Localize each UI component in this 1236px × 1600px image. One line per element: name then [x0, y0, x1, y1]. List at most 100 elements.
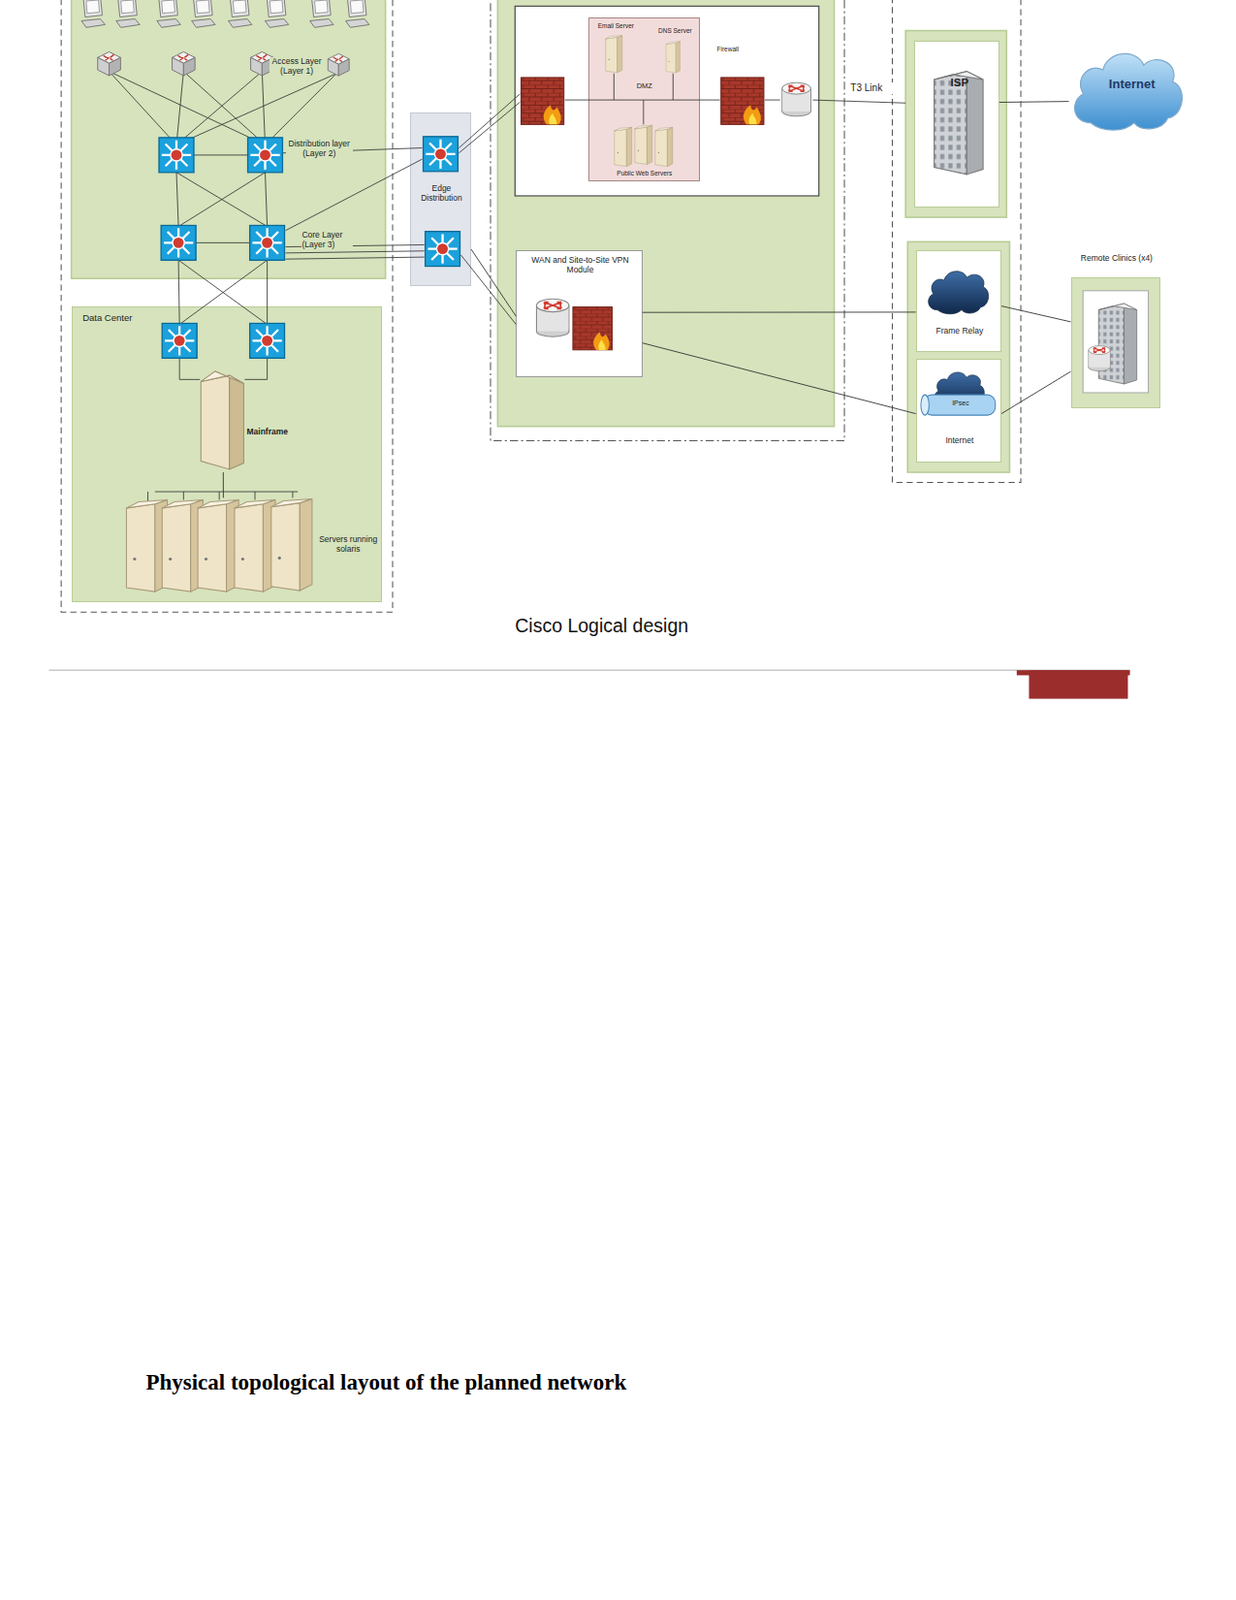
isp-building-icon: [934, 71, 983, 175]
multilayer-switch-icons: [250, 322, 286, 358]
firewall-icons: [521, 77, 565, 125]
node-text: Internet: [1093, 77, 1172, 93]
node-text: DMZ: [613, 82, 675, 92]
module-box: [514, 5, 819, 196]
server-icons: [126, 499, 167, 592]
node-text: Servers running solaris: [314, 535, 382, 555]
frame-relay-cloud: [928, 271, 989, 315]
multilayer-switch-icons: [248, 137, 284, 173]
dashed-region: [490, 0, 845, 441]
network-link: [222, 472, 224, 498]
dmz-server-icons: [605, 35, 623, 73]
clinic-icon: [1082, 290, 1148, 393]
dashed-region: [891, 0, 1021, 483]
firewall-icons: [521, 77, 764, 350]
green-panel: [71, 0, 1011, 473]
network-link: [471, 249, 516, 317]
figure-caption: Cisco Logical design: [448, 614, 756, 636]
firewall-icons: [572, 307, 613, 350]
multilayer-switch-icons: [425, 231, 461, 267]
node-text: Internet: [919, 436, 1001, 446]
node-text: ISP: [941, 76, 979, 90]
red-tab: [1028, 669, 1128, 698]
dmz-server-icons: [634, 125, 653, 164]
node-text: WAN and Site-to-Site VPN Module: [521, 255, 640, 276]
network-link: [642, 343, 917, 414]
network-links: [178, 259, 268, 324]
ipsec-tunnel-icon: [920, 394, 929, 415]
mainframe-icon: [200, 371, 244, 470]
network-links: [109, 71, 338, 146]
workstation-icons: [116, 0, 140, 28]
dmz-server-icons: [614, 126, 633, 166]
workstation-icons: [264, 0, 288, 28]
dmz-server-icons: [655, 126, 673, 166]
workstation-icons: [310, 0, 334, 28]
network-links: [109, 71, 907, 503]
node-text: DNS Server: [650, 27, 700, 34]
network-links: [588, 73, 700, 126]
router-icons: [536, 298, 569, 337]
layer-label: Distribution layer (Layer 2): [285, 139, 353, 159]
workstation-icons: [81, 0, 370, 28]
ipsec-tunnel-icon: [923, 394, 996, 415]
network-link: [999, 100, 1070, 103]
workstation-icons: [345, 0, 369, 28]
access-switch-icons: [97, 51, 349, 76]
workstation-icons: [191, 0, 216, 28]
node-text: Edge Distribution: [412, 184, 472, 204]
node-text: IPsec: [937, 399, 984, 408]
multilayer-switch-icons: [158, 136, 461, 358]
server-icons: [126, 498, 312, 592]
workstation-icons: [227, 0, 252, 28]
internet-cloud: [1075, 53, 1183, 130]
green-panel: [497, 0, 834, 427]
mainframe-icon: [200, 371, 244, 470]
frame-relay-cloud: [928, 271, 989, 315]
workstation-icons: [81, 0, 105, 28]
network-links: [458, 94, 520, 154]
server-icons: [161, 499, 203, 592]
layer-label: Access Layer (Layer 1): [269, 57, 325, 77]
isp-building-icon: [934, 71, 983, 175]
layer-label: Core Layer (Layer 3): [301, 230, 353, 251]
access-switch-icons: [97, 51, 122, 76]
network-link: [1001, 306, 1072, 322]
multilayer-switch-icons: [160, 224, 196, 260]
link-label: T3 Link: [850, 82, 897, 95]
internet-cloud: [1075, 53, 1183, 130]
node-text: Frame Relay: [919, 326, 1001, 337]
multilayer-switch-icons: [161, 322, 197, 358]
node-text: Remote Clinics (x4): [1057, 253, 1176, 264]
green-panel: [905, 31, 1007, 219]
firewall-icons: [721, 77, 764, 125]
ipsec-tunnel-icon: [920, 372, 996, 415]
node-text: Email Server: [591, 22, 641, 30]
dmz-server-icons: [665, 41, 680, 73]
dashed-region: [61, 0, 1021, 612]
network-link: [1001, 371, 1072, 414]
multilayer-switch-icons: [422, 136, 458, 172]
access-switch-icons: [172, 51, 196, 76]
server-icons: [234, 499, 276, 592]
node-text: Data Center: [82, 313, 175, 324]
page-rule: [48, 669, 1130, 671]
clinic-icon: [1098, 303, 1137, 384]
network-links: [282, 148, 424, 260]
node-text: Public Web Servers: [602, 169, 687, 177]
clinic-icon: [1088, 346, 1110, 372]
access-switch-icons: [327, 53, 349, 76]
router-icons: [782, 82, 812, 117]
server-icons: [271, 498, 313, 591]
server-icons: [197, 499, 239, 592]
clinic-icon: [1082, 290, 1148, 393]
node-text: Mainframe: [247, 427, 301, 438]
green-panel: [907, 241, 1010, 473]
workstation-icons: [157, 0, 181, 28]
dmz-server-icons: [605, 35, 681, 167]
multilayer-switch-icons: [158, 137, 194, 173]
section-heading: Physical topological layout of the plann…: [145, 1369, 962, 1395]
green-panel: [71, 0, 386, 279]
multilayer-switch-icons: [250, 224, 286, 260]
firewall-label: Firewall: [717, 45, 753, 53]
